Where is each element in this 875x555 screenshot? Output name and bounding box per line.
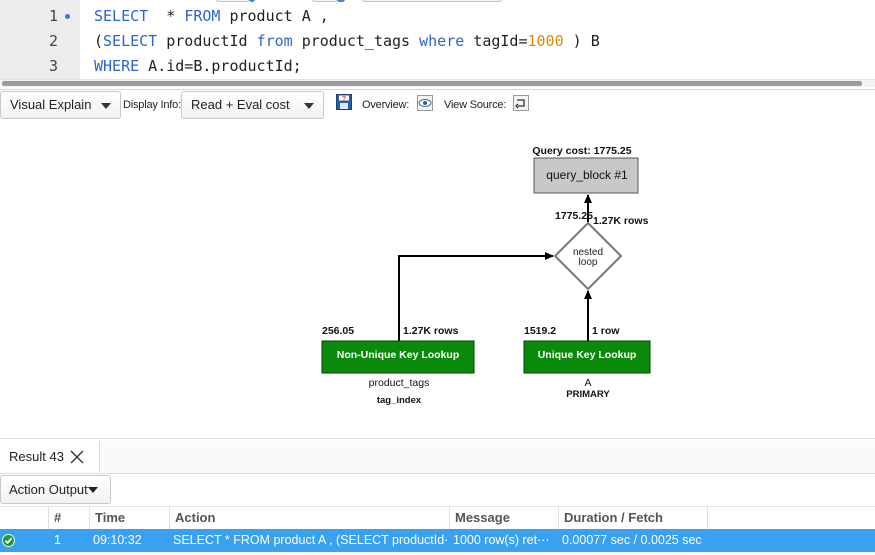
success-check-icon — [2, 534, 15, 547]
editor-tab-stub — [216, 0, 250, 2]
editor-tab-stub — [249, 0, 255, 2]
line-number-gutter — [0, 0, 80, 80]
checkmark-icon — [4, 537, 13, 545]
column-header-num[interactable]: # — [48, 507, 89, 529]
code-line[interactable]: 1 SELECT * FROM product A , — [0, 4, 875, 29]
left-node-label: Non-Unique Key Lookup — [337, 349, 460, 361]
left-index-label: tag_index — [377, 395, 422, 406]
code-line[interactable]: 3 WHERE A.id=B.productId; — [0, 54, 875, 79]
display-info-value: Read + Eval cost — [191, 97, 290, 112]
current-statement-marker-icon — [65, 14, 70, 19]
svg-text:?: ? — [342, 96, 346, 103]
column-header-time[interactable]: Time — [89, 507, 169, 529]
editor-tab-stub — [337, 0, 345, 2]
save-icon[interactable]: ? — [336, 94, 352, 110]
sql-keyword: FROM — [184, 7, 221, 25]
nested-loop-label-1: nested — [573, 247, 603, 258]
sql-text: productId — [157, 32, 257, 50]
cell-message: 1000 row(s) ret⋯ — [453, 533, 550, 547]
sql-text: tagId= — [464, 32, 528, 50]
sql-keyword: SELECT — [103, 32, 158, 50]
non-unique-key-lookup-node[interactable] — [321, 340, 475, 374]
sql-keyword: SELECT — [94, 7, 149, 25]
cell-action: SELECT * FROM product A , (SELECT produc… — [173, 533, 447, 547]
view-mode-value: Visual Explain — [10, 97, 92, 112]
query-block-label: query_block #1 — [546, 168, 628, 182]
left-rows-label: 1.27K rows — [403, 325, 459, 337]
chevron-down-icon — [101, 103, 111, 109]
chevron-down-icon — [304, 103, 314, 109]
column-header-duration[interactable]: Duration / Fetch — [558, 507, 708, 529]
code-line[interactable]: 2 (SELECT productId from product_tags wh… — [0, 29, 875, 54]
query-block-node[interactable] — [533, 157, 639, 194]
loop-rows-label: 1.27K rows — [593, 215, 649, 227]
sql-text: * — [148, 7, 185, 25]
view-source-label: View Source: — [444, 99, 507, 111]
column-header-action[interactable]: Action — [169, 507, 449, 529]
code-text[interactable]: WHERE A.id=B.productId; — [94, 54, 302, 79]
divider — [0, 438, 875, 439]
right-node-label: Unique Key Lookup — [538, 349, 637, 361]
right-cost-label: 1519.2 — [524, 325, 556, 337]
cell-duration: 0.00077 sec / 0.0025 sec — [562, 533, 702, 547]
overview-icon[interactable] — [417, 95, 433, 111]
sql-keyword: where — [419, 32, 465, 50]
explain-diagram: Query cost: 1775.25 query_block #1 neste… — [321, 145, 651, 406]
output-table-header: # Time Action Message Duration / Fetch — [0, 506, 875, 529]
display-info-select[interactable]: Read + Eval cost — [181, 91, 324, 119]
code-text[interactable]: (SELECT productId from product_tags wher… — [94, 29, 600, 54]
left-table-label: product_tags — [369, 377, 430, 389]
editor-tab-stub — [312, 0, 338, 2]
nested-loop-node[interactable] — [553, 221, 623, 291]
loop-cost-label: 1775.25 — [555, 210, 593, 222]
sql-text: ) B — [563, 32, 600, 50]
output-type-select[interactable]: Action Output — [0, 475, 111, 504]
sql-number: 1000 — [527, 32, 564, 50]
line-number: 1 — [48, 7, 58, 25]
sql-text: A.id=B.productId; — [139, 57, 302, 75]
display-info-label: Display Info: — [123, 99, 181, 111]
nested-loop-label-2: loop — [579, 257, 598, 268]
view-mode-select[interactable]: Visual Explain — [0, 91, 121, 119]
editor-tab-stub — [362, 0, 502, 2]
sql-text: product_tags — [292, 32, 420, 50]
right-table-label: A — [584, 377, 591, 389]
view-source-icon[interactable] — [513, 95, 529, 111]
visual-explain-canvas[interactable]: Query cost: 1775.25 query_block #1 neste… — [0, 120, 875, 438]
cell-time: 09:10:32 — [93, 533, 142, 547]
unique-key-lookup-node[interactable] — [523, 340, 651, 374]
tab-result[interactable]: Result 43 — [0, 441, 100, 473]
sql-text: product A , — [220, 7, 329, 25]
query-cost-label: Query cost: 1775.25 — [532, 145, 631, 157]
line-number: 2 — [48, 32, 58, 50]
edge-left-to-loop — [398, 252, 554, 341]
overview-label: Overview: — [362, 99, 410, 111]
code-text[interactable]: SELECT * FROM product A , — [94, 4, 329, 29]
sql-text: ( — [94, 32, 104, 50]
horizontal-scrollbar[interactable] — [2, 81, 862, 86]
sql-editor[interactable]: 1 SELECT * FROM product A , 2 (SELECT pr… — [0, 0, 875, 80]
result-tab-bar — [101, 441, 875, 473]
left-cost-label: 256.05 — [322, 325, 354, 337]
chevron-down-icon — [88, 487, 98, 493]
right-rows-label: 1 row — [592, 325, 620, 337]
sql-keyword: from — [256, 32, 293, 50]
cell-num: 1 — [54, 533, 61, 547]
close-icon[interactable] — [70, 450, 84, 464]
divider — [0, 89, 875, 90]
right-index-label: PRIMARY — [566, 389, 610, 400]
output-type-value: Action Output — [9, 482, 88, 497]
table-row[interactable]: 1 09:10:32 SELECT * FROM product A , (SE… — [0, 529, 875, 552]
result-tab-label: Result 43 — [9, 449, 64, 464]
explain-toolbar: Visual Explain Display Info: Read + Eval… — [0, 90, 875, 120]
sql-keyword: WHERE — [94, 57, 140, 75]
line-number: 3 — [48, 57, 58, 75]
column-header-message[interactable]: Message — [449, 507, 558, 529]
divider — [0, 473, 875, 474]
